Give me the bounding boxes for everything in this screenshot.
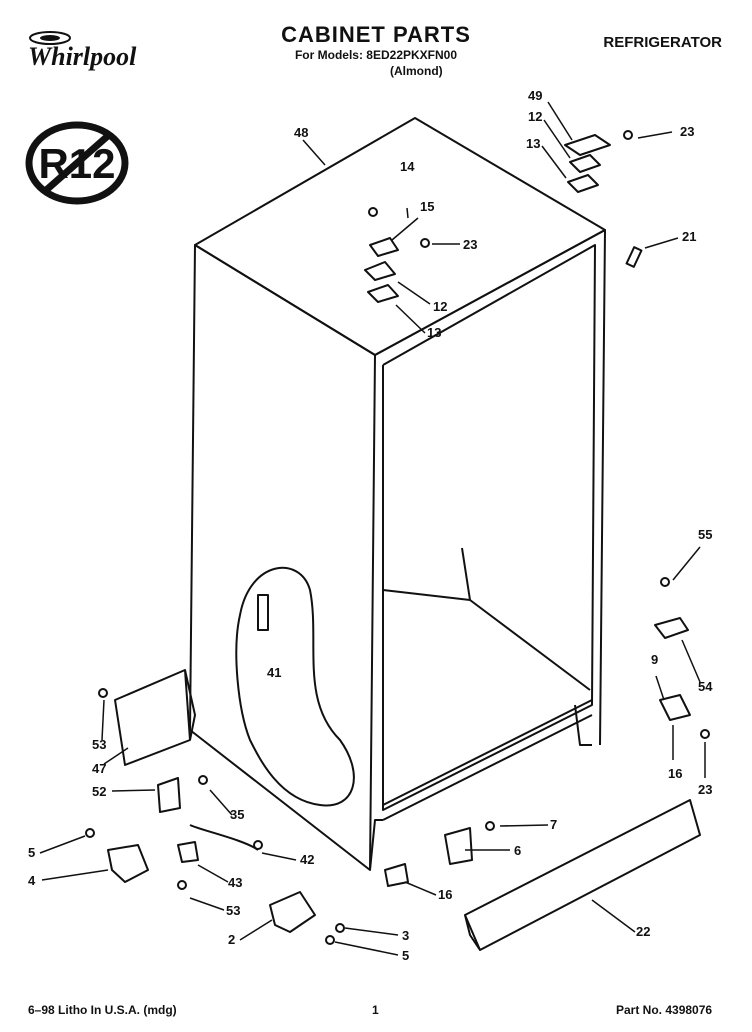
callout-7: 7	[550, 817, 558, 832]
callout-16-right: 16	[668, 766, 683, 781]
color-variant: (Almond)	[390, 64, 443, 78]
callout-12-left: 12	[433, 299, 448, 314]
hinge-left	[364, 261, 396, 281]
callout-13-right: 13	[526, 136, 541, 151]
no-r12-icon: R12	[25, 121, 129, 205]
page-title: CABINET PARTS	[281, 22, 471, 47]
callout-4: 4	[28, 873, 36, 888]
roller-4	[107, 844, 149, 883]
callout-5-bottom: 5	[402, 948, 410, 963]
bracket-16b	[384, 863, 409, 887]
callout-3: 3	[402, 928, 410, 943]
callout-12-right: 12	[528, 109, 543, 124]
footer-page-number: 1	[372, 1003, 379, 1017]
hinge-shim-right	[567, 174, 599, 193]
callout-23-mid: 23	[463, 237, 478, 252]
rear-panel	[114, 669, 191, 766]
hinge-cover	[564, 134, 611, 156]
base-grille	[464, 799, 701, 951]
cabinet-side	[189, 244, 376, 871]
callout-21: 21	[682, 229, 697, 244]
cabinet-top	[194, 117, 606, 356]
callout-35: 35	[230, 807, 245, 822]
clamp-43	[177, 841, 199, 863]
brand-name: Whirlpool	[28, 42, 137, 71]
hinge-upper-right	[569, 154, 601, 173]
part-41	[257, 594, 269, 631]
bracket-16	[659, 694, 691, 721]
callout-9: 9	[651, 652, 659, 667]
callout-22: 22	[636, 924, 651, 939]
bracket-54	[654, 617, 689, 639]
callout-15: 15	[420, 199, 435, 214]
callout-13-left: 13	[427, 325, 442, 340]
logo-swoosh-icon	[29, 31, 71, 45]
footer-part-number: Part No. 4398076	[616, 1003, 713, 1017]
callout-41: 41	[267, 665, 282, 680]
callout-16-bottom: 16	[438, 887, 453, 902]
hinge-shim-left	[367, 284, 399, 303]
clip-21	[625, 246, 643, 268]
callout-23-right: 23	[698, 782, 713, 797]
callout-53-rear: 53	[92, 737, 107, 752]
whirlpool-logo	[22, 30, 152, 74]
category-label: REFRIGERATOR	[603, 34, 722, 51]
footer-litho: 6–98 Litho In U.S.A. (mdg)	[28, 1003, 177, 1017]
bracket-6	[444, 827, 473, 865]
models-line: For Models: 8ED22PKXFN00	[294, 48, 458, 62]
callout-14: 14	[400, 159, 415, 174]
callout-54: 54	[698, 679, 713, 694]
callout-23-top: 23	[680, 124, 695, 139]
callout-48: 48	[294, 125, 309, 140]
callout-42: 42	[300, 852, 315, 867]
callout-53-bottom: 53	[226, 903, 241, 918]
callout-55: 55	[698, 527, 713, 542]
callout-47: 47	[92, 761, 107, 776]
cabinet-cutaway	[235, 566, 355, 807]
cabinet-front-frame	[374, 229, 606, 746]
bracket-52	[157, 777, 181, 813]
callout-49: 49	[528, 88, 543, 103]
hinge-cover-left	[369, 237, 399, 257]
callout-43: 43	[228, 875, 243, 890]
callout-5-left: 5	[28, 845, 36, 860]
roller-2	[269, 891, 316, 933]
callout-2: 2	[228, 932, 236, 947]
callout-6: 6	[514, 843, 522, 858]
tube-42	[189, 824, 259, 851]
callout-52: 52	[92, 784, 107, 799]
